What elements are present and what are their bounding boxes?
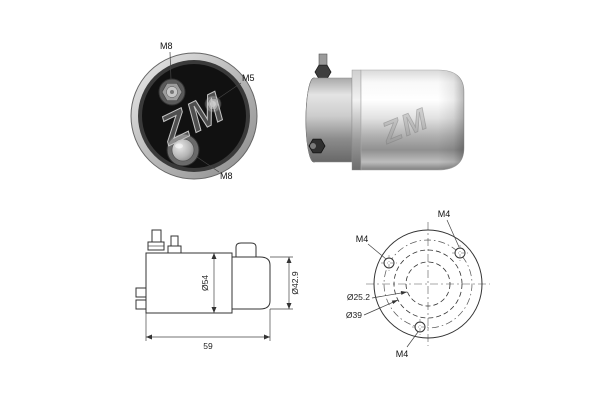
side-lug-lower [135,299,147,310]
dimension-front-diameter: Ø42.9 [270,256,300,310]
photo-right-shading [438,70,464,170]
terminal-m8-top [158,78,186,106]
terminal-m5 [204,95,222,113]
front-terminal-view: ZM M8 M5 M8 [130,41,258,181]
side-boot-bump [235,242,257,257]
dim-text-body-diameter: Ø54 [200,275,210,291]
photo-terminal-top [314,53,332,80]
side-dimension-view: Ø54 Ø42.9 59 [135,229,300,351]
leader-m8-bottom [196,156,220,173]
dim-text-inner-circle: Ø25.2 [347,292,370,302]
rear-label-m4-left: M4 [356,234,369,244]
dimension-inner-circle: Ø25.2 [347,291,408,302]
rear-circle-39 [393,249,463,319]
leader-m5 [218,82,242,99]
leader-m4-bottom [406,331,419,348]
rear-hole-top [452,245,468,261]
dim-text-front-diameter: Ø42.9 [290,271,300,294]
rear-circle-25 [405,261,451,307]
leader-m8-top [169,51,172,81]
front-label-m8-top: M8 [160,41,173,51]
rear-outer-circle [373,229,483,339]
front-label-m8-bottom: M8 [220,171,233,181]
side-stud-left [147,229,165,251]
dim-text-middle-circle: Ø39 [346,310,362,320]
photo-step-ring [351,69,362,171]
rear-mounting-view: M4 M4 M4 Ø25.2 Ø39 [346,209,490,359]
rear-hole-left [381,255,397,271]
dimension-middle-circle: Ø39 [346,299,399,320]
side-stud-right [167,235,182,254]
side-front-cap [232,256,271,310]
leader-m4-top [446,219,460,248]
rear-hole-bottom [412,319,428,335]
side-lug-upper [135,287,147,298]
leader-m4-left [367,243,387,260]
rear-bolt-circle [383,239,473,329]
rear-label-m4-top: M4 [438,209,451,219]
photo-terminal-bottom [308,138,326,154]
rear-label-m4-bottom: M4 [396,349,409,359]
photo-3d-view: ZM [305,53,465,171]
dimension-length: 59 [145,309,271,351]
side-body-outline [145,252,233,314]
dim-text-length: 59 [203,341,213,351]
front-label-m5: M5 [242,73,255,83]
terminal-m8-bottom [166,133,200,167]
dimension-body-diameter: Ø54 [200,253,217,313]
